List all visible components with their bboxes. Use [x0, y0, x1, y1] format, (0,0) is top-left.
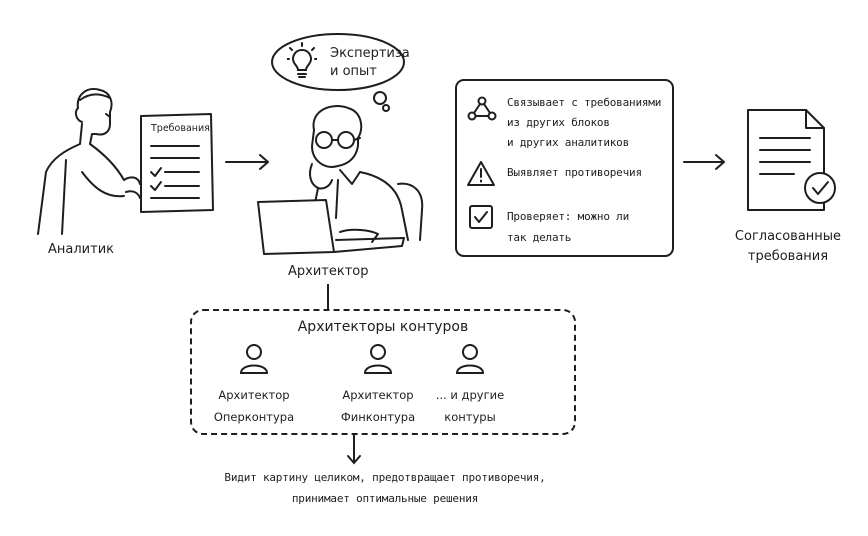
result-line-1: Согласованные — [734, 229, 842, 244]
lightbulb-icon — [287, 42, 317, 78]
check-1-line-2: из других блоков — [507, 116, 610, 129]
check-3-line-2: так делать — [507, 231, 572, 244]
analyst-figure — [37, 88, 141, 235]
document-title: Требования — [151, 123, 210, 134]
conclusion-text: Видит картину целиком, предотвращает про… — [180, 467, 590, 509]
member-2-line-1: Архитектор — [342, 388, 414, 402]
contours-title: Архитекторы контуров — [297, 319, 469, 335]
member-2-line-2: Финконтура — [340, 410, 416, 424]
check-1-text: Связывает с требованиями из других блоко… — [507, 93, 661, 153]
check-1-line-3: и других аналитиков — [507, 136, 630, 149]
person-icon — [455, 344, 485, 374]
bubble-line-1: Экспертиза — [330, 46, 410, 61]
result-label: Согласованные требования — [728, 227, 848, 267]
check-1-line-1: Связывает с требованиями — [507, 96, 662, 109]
arrow-down-icon — [347, 433, 361, 465]
check-3-text: Проверяет: можно ли так делать — [507, 206, 629, 248]
contour-member-1: Архитектор Оперконтура — [204, 384, 304, 428]
check-2-text: Выявляет противоречия — [507, 166, 642, 179]
approved-document-icon — [747, 109, 836, 211]
bubble-line-2: и опыт — [330, 64, 377, 79]
member-1-line-2: Оперконтура — [213, 410, 295, 424]
conclusion-line-1: Видит картину целиком, предотвращает про… — [224, 471, 546, 484]
result-line-2: требования — [747, 249, 829, 264]
architect-label: Архитектор — [288, 264, 369, 279]
check-3-line-1: Проверяет: можно ли — [507, 210, 630, 223]
member-1-line-1: Архитектор — [218, 388, 290, 402]
contour-member-2: Архитектор Финконтура — [328, 384, 428, 428]
nodes-icon — [467, 96, 497, 121]
person-icon — [363, 344, 393, 374]
arrow-right-icon — [683, 154, 726, 170]
conclusion-line-2: принимает оптимальные решения — [291, 492, 479, 505]
person-icon — [239, 344, 269, 374]
architect-figure — [257, 105, 424, 255]
member-3-line-2: контуры — [444, 410, 496, 424]
arrow-right-icon — [225, 154, 270, 170]
warning-icon — [467, 161, 495, 186]
member-3-line-1: ... и другие — [435, 388, 505, 402]
checkbox-icon — [469, 205, 493, 229]
requirements-document — [140, 113, 214, 213]
analyst-label: Аналитик — [48, 242, 114, 257]
contour-member-3: ... и другие контуры — [420, 384, 520, 428]
contour-architects-group — [190, 309, 576, 435]
connector-line — [327, 284, 329, 310]
